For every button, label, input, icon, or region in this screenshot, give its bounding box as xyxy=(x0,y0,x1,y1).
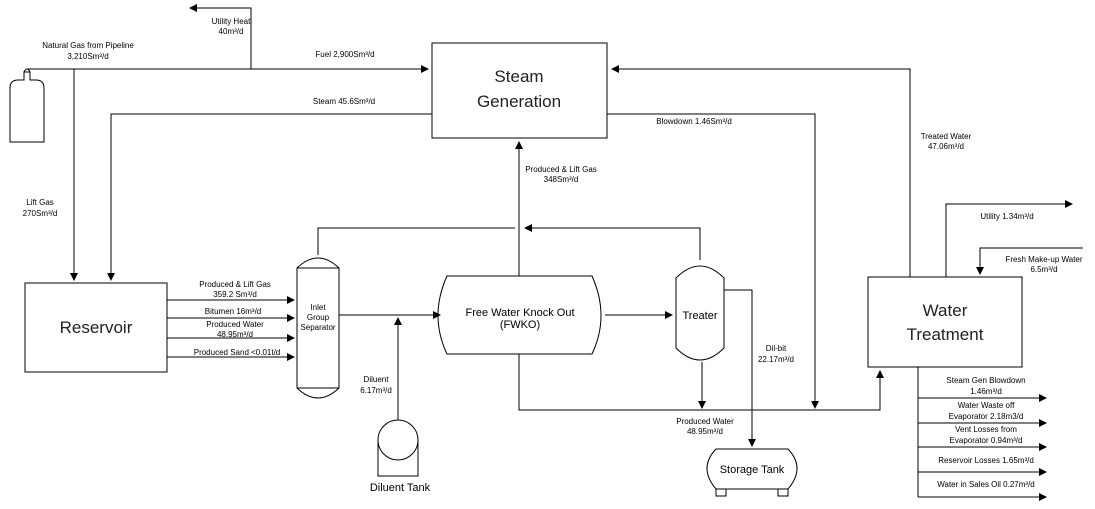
utility-heat-label-1: Utility Heat xyxy=(212,17,251,26)
water-treatment-label-line2: Treatment xyxy=(907,325,984,344)
water-treatment-unit: Water Treatment xyxy=(867,276,1023,368)
fuel-label: Fuel 2,900Sm³/d xyxy=(315,50,374,59)
produced-water-res-label-2: 48.95m³/d xyxy=(217,330,253,339)
treater-label: Treater xyxy=(682,310,717,322)
treater-vessel: Treater xyxy=(675,265,725,361)
blowdown-label: Blowdown 1.46Sm³/d xyxy=(656,117,732,126)
inlet-separator-label-2: Group xyxy=(307,313,330,322)
inlet-separator-label-1: Inlet xyxy=(310,303,326,312)
bitumen-label: Bitumen 16m³/d xyxy=(205,307,261,316)
utility-heat-label-2: 40m³/d xyxy=(219,27,244,36)
diluent-label-1: Diluent xyxy=(364,375,390,384)
reservoir-unit: Reservoir xyxy=(24,282,168,373)
reservoir-label: Reservoir xyxy=(60,318,133,337)
vent-losses-label-1: Vent Losses from xyxy=(955,425,1017,434)
water-waste-label-1: Water Waste off xyxy=(958,401,1015,410)
fwko-label-2: (FWKO) xyxy=(500,319,540,331)
steam-generation-unit: Steam Generation xyxy=(431,42,608,139)
treated-water-label-2: 47.06m³/d xyxy=(928,142,964,151)
produced-sand-label: Produced Sand <0.01t/d xyxy=(194,348,281,357)
natural-gas-label-1: Natural Gas from Pipeline xyxy=(42,41,134,50)
lift-gas-label-1: Lift Gas xyxy=(26,198,54,207)
stream-labels: Utility Heat 40m³/d Natural Gas from Pip… xyxy=(23,17,1083,489)
gas-cylinder-icon xyxy=(9,68,45,143)
fwko-label-1: Free Water Knock Out xyxy=(465,307,574,319)
natural-gas-label-2: 3,210Sm³/d xyxy=(67,52,108,61)
produced-lift-gas-res-label-1: Produced & Lift Gas xyxy=(199,280,271,289)
vent-losses-label-2: Evaporator 0.94m³/d xyxy=(950,436,1023,445)
steam-generation-label-line1: Steam xyxy=(494,67,543,86)
steam-generation-label-line2: Generation xyxy=(477,92,561,111)
produced-lift-gas-top-label-2: 348Sm³/d xyxy=(544,175,579,184)
steam-label: Steam 45.6Sm³/d xyxy=(313,97,375,106)
water-waste-label-2: Evaporator 2.18m3/d xyxy=(949,412,1024,421)
fresh-makeup-label-2: 6.5m³/d xyxy=(1030,265,1057,274)
fwko-vessel: Free Water Knock Out (FWKO) xyxy=(437,275,602,355)
storage-tank: Storage Tank xyxy=(706,448,798,497)
produced-water-res-label-1: Produced Water xyxy=(206,320,264,329)
stream-lines xyxy=(27,4,1083,501)
fresh-makeup-label-1: Fresh Make-up Water xyxy=(1005,255,1082,264)
storage-tank-label: Storage Tank xyxy=(720,464,785,476)
water-sales-oil-label: Water in Sales Oil 0.27m³/d xyxy=(937,480,1035,489)
steam-gen-blowdown-label-2: 1.46m³/d xyxy=(970,387,1002,396)
inlet-separator-label-3: Separator xyxy=(300,323,335,332)
diluent-tank-label: Diluent Tank xyxy=(370,482,431,494)
steam-gen-blowdown-label-1: Steam Gen Blowdown xyxy=(946,376,1025,385)
dilbit-label-2: 22.17m³/d xyxy=(758,355,794,364)
produced-lift-gas-top-label-1: Produced & Lift Gas xyxy=(525,165,597,174)
treated-water-label-1: Treated Water xyxy=(921,132,972,141)
reservoir-losses-label: Reservoir Losses 1.65m³/d xyxy=(938,456,1034,465)
dilbit-label-1: Dil-bit xyxy=(766,344,787,353)
lift-gas-label-2: 270Sm³/d xyxy=(23,209,58,218)
inlet-separator-vessel: Inlet Group Separator xyxy=(296,257,340,399)
produced-water-fwko-label-2: 48.95m³/d xyxy=(687,427,723,436)
produced-water-fwko-label-1: Produced Water xyxy=(676,417,734,426)
diluent-tank: Diluent Tank xyxy=(370,419,431,494)
water-treatment-label-line1: Water xyxy=(923,301,968,320)
produced-lift-gas-res-label-2: 359.2 Sm³/d xyxy=(213,290,257,299)
diluent-label-2: 6.17m³/d xyxy=(360,386,392,395)
utility-out-label: Utility 1.34m³/d xyxy=(980,212,1033,221)
